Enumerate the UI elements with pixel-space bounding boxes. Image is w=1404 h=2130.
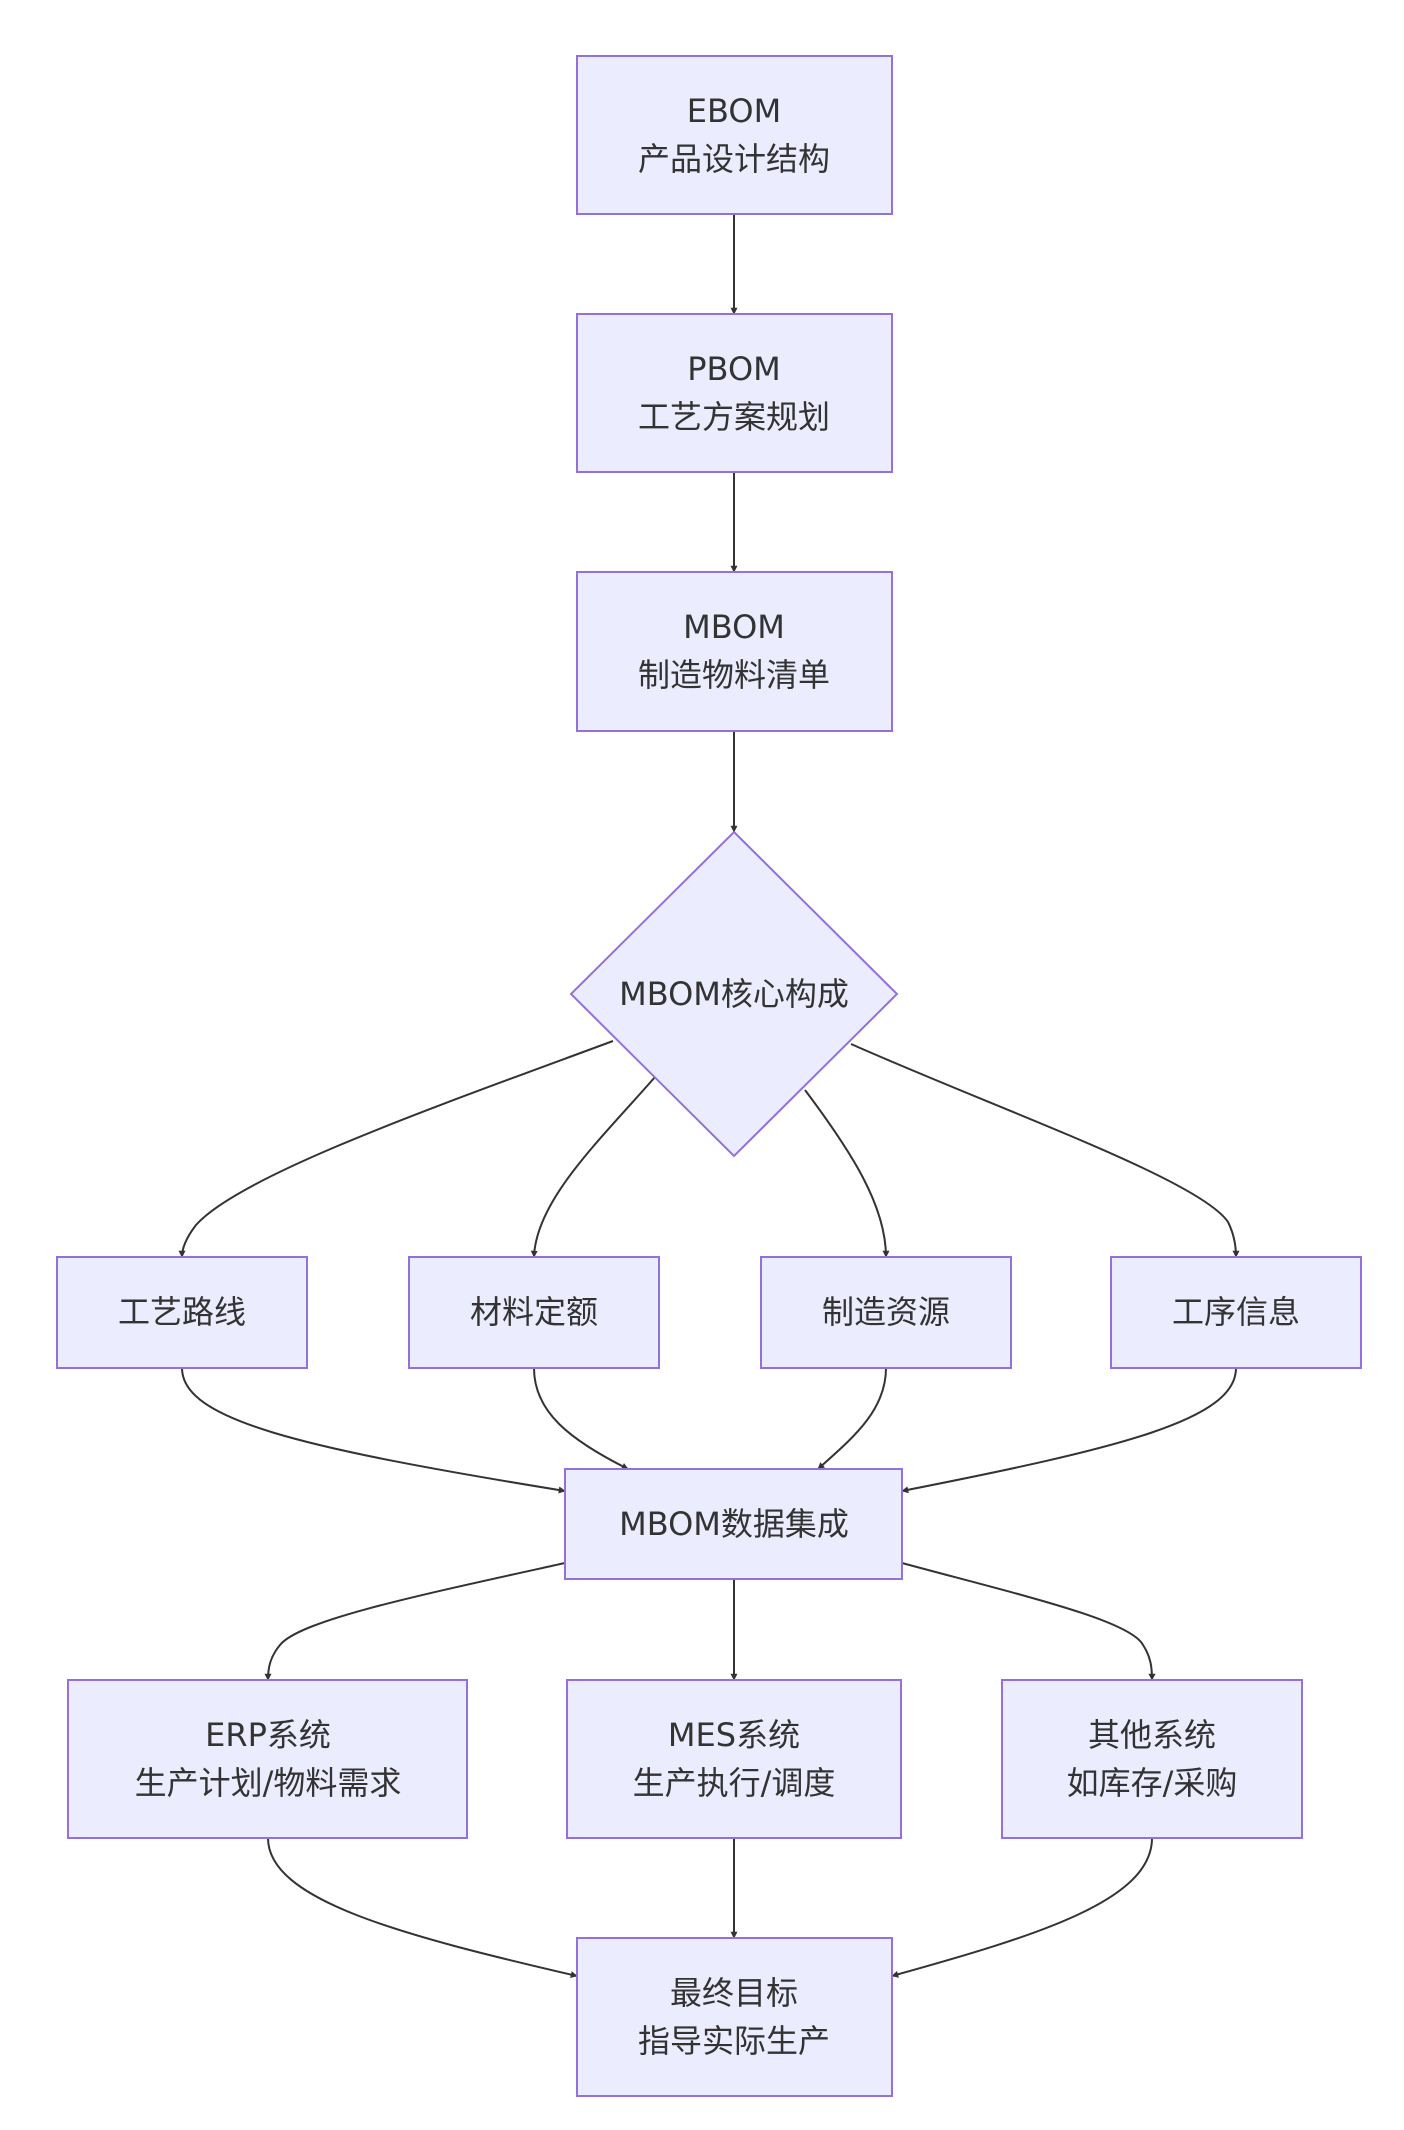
node-pbom-line2: 工艺方案规划 — [638, 398, 830, 436]
node-mbom-box — [576, 571, 893, 732]
node-operation-box — [1110, 1256, 1362, 1369]
node-pbom-line1: PBOM — [687, 350, 780, 388]
node-pbom-box — [576, 313, 893, 473]
node-mbom-line1: MBOM — [683, 608, 785, 646]
node-ebom-line2: 产品设计结构 — [638, 140, 830, 178]
edge-core-material — [530, 1076, 656, 1258]
node-integration: MBOM数据集成 — [564, 1468, 903, 1580]
node-mes-box — [566, 1679, 902, 1839]
node-resource: 制造资源 — [760, 1256, 1012, 1369]
node-ebom-box — [576, 55, 893, 215]
node-material-label: 材料定额 — [470, 1293, 598, 1331]
edges — [178, 214, 1240, 1978]
edge-operation-integration — [901, 1367, 1237, 1494]
edge-material-integration — [533, 1367, 629, 1470]
node-resource-box — [760, 1256, 1012, 1369]
node-routing-label: 工艺路线 — [118, 1293, 246, 1331]
node-core-decision: MBOM核心构成 — [569, 830, 899, 1158]
node-integration-label: MBOM数据集成 — [619, 1505, 849, 1543]
node-core-label: MBOM核心构成 — [619, 975, 849, 1013]
node-mbom: MBOM 制造物料清单 — [576, 571, 893, 732]
edge-core-routing — [178, 1040, 614, 1258]
node-mes-line1: MES系统 — [668, 1716, 800, 1754]
node-goal-line2: 指导实际生产 — [638, 2022, 830, 2060]
node-erp-line2: 生产计划/物料需求 — [135, 1764, 402, 1802]
node-resource-label: 制造资源 — [822, 1293, 950, 1331]
node-operation-label: 工序信息 — [1172, 1293, 1300, 1331]
node-operation: 工序信息 — [1110, 1256, 1362, 1369]
node-ebom: EBOM 产品设计结构 — [576, 55, 893, 215]
node-erp-box — [67, 1679, 468, 1839]
node-material: 材料定额 — [408, 1256, 660, 1369]
node-ebom-line1: EBOM — [687, 92, 781, 130]
node-goal-box — [576, 1937, 893, 2097]
node-routing-box — [56, 1256, 308, 1369]
edge-routing-integration — [181, 1367, 566, 1494]
node-mbom-line2: 制造物料清单 — [638, 656, 830, 694]
node-mes-line2: 生产执行/调度 — [633, 1764, 836, 1802]
edge-resource-integration — [817, 1367, 887, 1470]
node-pbom: PBOM 工艺方案规划 — [576, 313, 893, 473]
node-goal: 最终目标 指导实际生产 — [576, 1937, 893, 2097]
edge-core-operation — [850, 1043, 1240, 1258]
edge-integration-other — [901, 1562, 1156, 1681]
node-goal-line1: 最终目标 — [670, 1974, 798, 2012]
node-erp-line1: ERP系统 — [205, 1716, 331, 1754]
node-erp: ERP系统 生产计划/物料需求 — [67, 1679, 468, 1839]
node-other-box — [1001, 1679, 1303, 1839]
node-mes: MES系统 生产执行/调度 — [566, 1679, 902, 1839]
node-other-line1: 其他系统 — [1088, 1716, 1216, 1754]
edge-other-goal — [891, 1837, 1153, 1978]
node-other-line2: 如库存/采购 — [1067, 1764, 1238, 1802]
node-core-diamond — [569, 830, 899, 1158]
node-routing: 工艺路线 — [56, 1256, 308, 1369]
node-material-box — [408, 1256, 660, 1369]
node-integration-box — [564, 1468, 903, 1580]
node-other: 其他系统 如库存/采购 — [1001, 1679, 1303, 1839]
edge-erp-goal — [267, 1837, 578, 1978]
edge-core-resource — [804, 1089, 890, 1258]
edge-integration-erp — [264, 1562, 566, 1681]
